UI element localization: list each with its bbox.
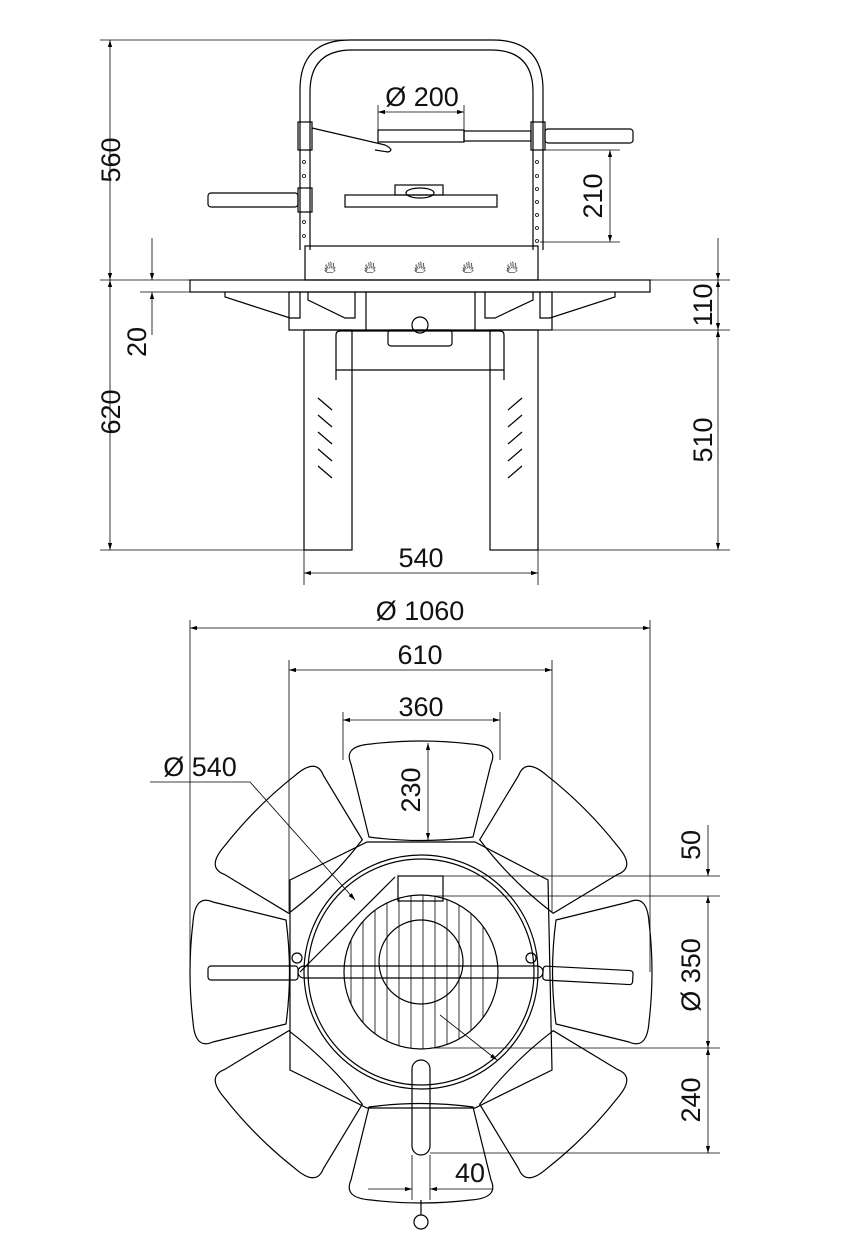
top-view: Ø 1060 610 360 230 Ø 540 50 Ø 350 240 40 (150, 596, 720, 1230)
svg-text:🔥︎: 🔥︎ (462, 258, 474, 278)
dim-overall-lower: 620 (96, 389, 126, 434)
dim-offset: 50 (676, 830, 706, 860)
table-top (189, 279, 651, 293)
dim-leg-span: 540 (398, 543, 443, 573)
dim-table-depth: 110 (688, 283, 718, 326)
side-view: 🔥︎ 🔥︎ 🔥︎ 🔥︎ 🔥︎ 560 620 20 110 (96, 39, 730, 585)
dim-overall-upper: 560 (96, 137, 126, 182)
dim-petal-depth: 230 (396, 767, 426, 812)
left-handle (207, 965, 299, 981)
dim-petal-width: 360 (398, 692, 443, 722)
svg-text:🔥︎: 🔥︎ (364, 258, 376, 278)
spit-bar (297, 965, 544, 979)
table-petal (348, 1102, 494, 1204)
svg-text:🔥︎: 🔥︎ (324, 258, 336, 278)
table-petal (214, 765, 364, 915)
dim-frame-width: 610 (397, 640, 442, 670)
dim-leg-height: 510 (688, 417, 718, 462)
dim-ring-diameter: Ø 540 (163, 752, 237, 782)
table-petals (189, 740, 653, 1204)
left-leg (303, 329, 353, 551)
table-petal (214, 1029, 364, 1179)
dim-handle-length: 240 (676, 1077, 706, 1122)
dim-grill-diameter: Ø 350 (676, 938, 706, 1012)
right-leg (489, 329, 539, 551)
dim-grate-height: 210 (578, 173, 608, 218)
dim-grate-diameter: Ø 200 (385, 82, 459, 112)
svg-text:🔥︎: 🔥︎ (506, 258, 518, 278)
table-petal (478, 765, 628, 915)
dim-table-thickness: 20 (122, 327, 152, 357)
table-petal (189, 899, 291, 1045)
svg-text:🔥︎: 🔥︎ (414, 258, 426, 278)
right-handle (542, 965, 634, 986)
bottom-handle (411, 1059, 431, 1156)
dim-handle-width: 40 (455, 1158, 485, 1188)
flame-icons: 🔥︎ 🔥︎ 🔥︎ 🔥︎ 🔥︎ (324, 258, 518, 278)
table-petal (551, 899, 653, 1045)
dim-table-diameter: Ø 1060 (376, 596, 465, 626)
arch-handle (299, 39, 544, 250)
charcoal-basket (378, 919, 464, 1005)
table-petal (348, 740, 494, 842)
table-petal (478, 1029, 628, 1179)
grill-grate (343, 894, 499, 1050)
